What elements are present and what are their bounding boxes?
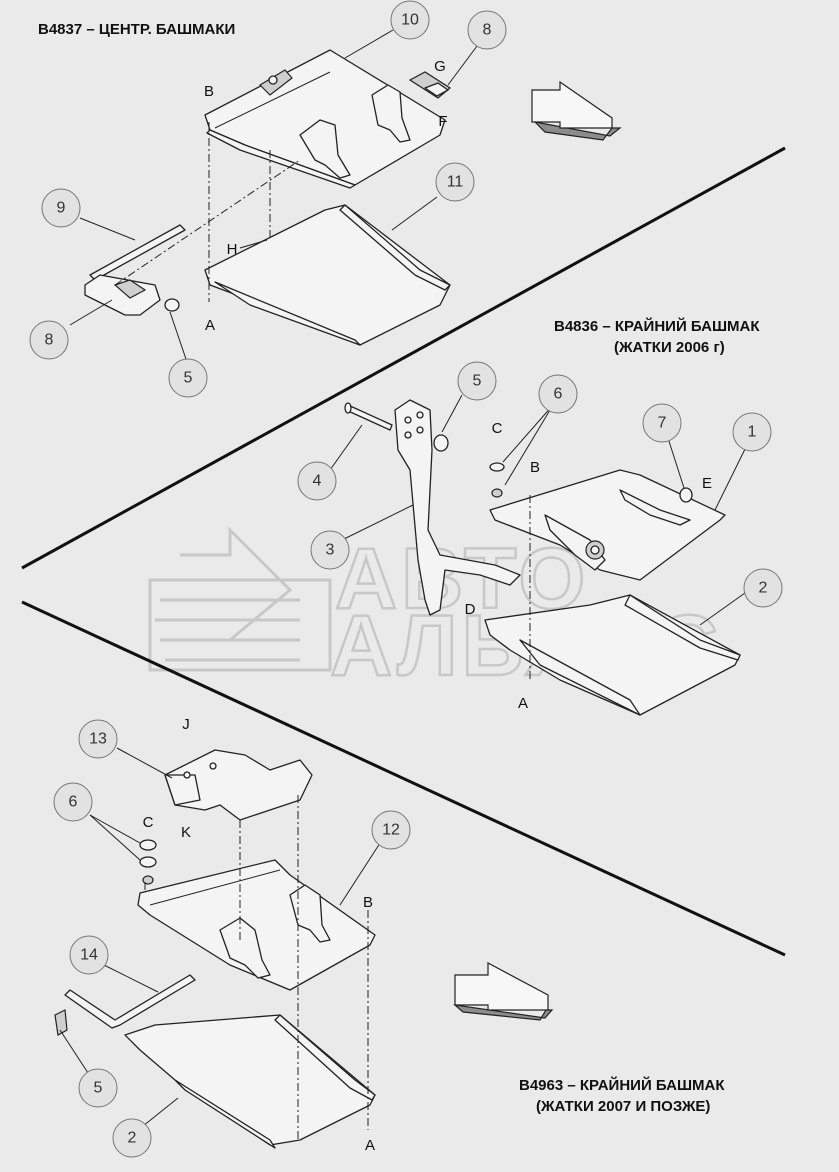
label-a-top: A — [205, 317, 215, 334]
divider-bottom — [21, 600, 786, 957]
callout-13: 13 — [78, 719, 118, 759]
callout-4: 4 — [297, 461, 337, 501]
callout-2-bottom: 2 — [112, 1118, 152, 1158]
svg-text:2: 2 — [759, 580, 768, 597]
part-9-pin-assembly — [84, 224, 186, 316]
title-b4837: B4837 – ЦЕНТР. БАШМАКИ — [38, 21, 235, 38]
label-c-mid: C — [492, 420, 503, 437]
svg-text:10: 10 — [401, 12, 419, 29]
svg-text:8: 8 — [483, 22, 492, 39]
svg-text:5: 5 — [473, 373, 482, 390]
part-6-washers-mid — [489, 462, 505, 498]
svg-text:2: 2 — [128, 1130, 137, 1147]
part-2-lower-plate-bottom — [124, 1014, 376, 1149]
section-b4963 — [54, 749, 376, 1149]
section-b4836 — [344, 399, 741, 716]
label-k-bottom: K — [181, 824, 191, 841]
callout-5-bottom: 5 — [78, 1068, 118, 1108]
title-b4836-line2: (ЖАТКИ 2006 г) — [614, 339, 725, 356]
label-a-bottom: A — [365, 1137, 375, 1154]
part-5-clip-top — [164, 298, 180, 312]
part-11-lower-shoe — [204, 204, 451, 346]
callout-5-mid: 5 — [457, 361, 497, 401]
part-3-arm — [394, 399, 521, 616]
label-e-mid: E — [702, 475, 712, 492]
svg-text:9: 9 — [57, 200, 66, 217]
callout-7: 7 — [642, 403, 682, 443]
direction-arrow-top — [531, 80, 622, 141]
svg-text:1: 1 — [748, 424, 757, 441]
svg-text:5: 5 — [94, 1080, 103, 1097]
point-labels: B G F H A C B E D A J K C B A — [143, 58, 712, 1154]
label-c-bottom: C — [143, 814, 154, 831]
part-6-washers-bottom — [139, 839, 157, 885]
label-j-bottom: J — [182, 716, 190, 733]
direction-arrow-bottom — [453, 962, 554, 1021]
callout-8-left: 8 — [29, 320, 69, 360]
title-b4836-line1: B4836 – КРАЙНИЙ БАШМАК — [554, 317, 760, 335]
part-13-bracket — [164, 749, 313, 821]
callout-5-top: 5 — [168, 358, 208, 398]
callout-12: 12 — [371, 810, 411, 850]
callout-1: 1 — [732, 412, 772, 452]
label-h-top: H — [227, 241, 238, 258]
svg-text:13: 13 — [89, 731, 107, 748]
callout-6-bottom: 6 — [53, 782, 93, 822]
title-b4963-line2: (ЖАТКИ 2007 И ПОЗЖЕ) — [536, 1098, 710, 1115]
callout-10: 10 — [390, 0, 430, 40]
svg-text:14: 14 — [80, 947, 98, 964]
svg-text:3: 3 — [326, 542, 335, 559]
part-5-ring-mid — [433, 434, 449, 452]
part-4-bolt — [344, 402, 393, 431]
axis-line-pin — [114, 159, 301, 286]
label-b-bottom: B — [363, 894, 373, 911]
callout-14: 14 — [69, 935, 109, 975]
part-12-upper-shoe — [137, 859, 376, 991]
svg-text:4: 4 — [313, 473, 322, 490]
label-d-mid: D — [465, 601, 476, 618]
part-8-clip-top — [408, 71, 452, 99]
leader-lines — [59, 29, 753, 1127]
part-2-lower-plate-mid — [484, 594, 741, 716]
part-7-bushing — [679, 487, 693, 503]
watermark-logo — [148, 526, 332, 672]
svg-text:6: 6 — [69, 794, 78, 811]
svg-text:7: 7 — [658, 415, 667, 432]
part-14-pin — [64, 974, 196, 1029]
label-f-top: F — [438, 113, 447, 130]
label-a-mid: A — [518, 695, 528, 712]
svg-text:5: 5 — [184, 370, 193, 387]
part-1-upper-plate — [489, 469, 726, 581]
callout-8-top: 8 — [467, 10, 507, 50]
label-b-top: B — [204, 83, 214, 100]
callout-6-mid: 6 — [538, 374, 578, 414]
callout-3: 3 — [310, 530, 350, 570]
title-b4963-line1: B4963 – КРАЙНИЙ БАШМАК — [519, 1076, 725, 1094]
svg-text:8: 8 — [45, 332, 54, 349]
label-g-top: G — [434, 58, 446, 75]
svg-text:12: 12 — [382, 822, 400, 839]
section-b4837 — [84, 49, 452, 346]
svg-text:11: 11 — [447, 174, 464, 191]
part-10-upper-shoe — [204, 49, 446, 189]
callout-11: 11 — [435, 162, 475, 202]
part-5-clip-bottom — [54, 1009, 68, 1036]
svg-text:6: 6 — [554, 386, 563, 403]
callout-9: 9 — [41, 188, 81, 228]
callout-2-mid: 2 — [743, 568, 783, 608]
divider-top — [21, 146, 786, 570]
label-b-mid: B — [530, 459, 540, 476]
